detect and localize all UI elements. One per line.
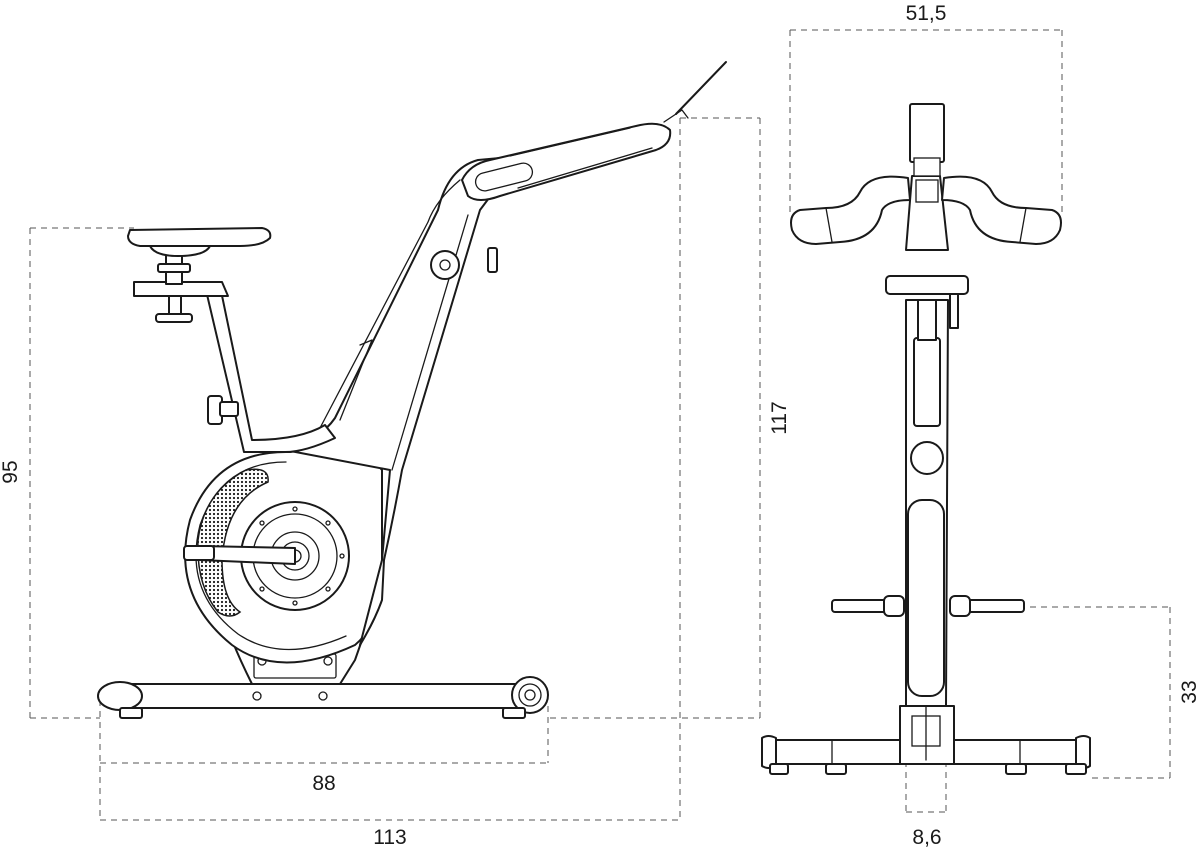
dim-label-base-length: 88 <box>312 772 335 795</box>
front-handlebar-left <box>790 175 911 245</box>
dimension-lines <box>29 29 1171 821</box>
dim-label-pedal-height: 33 <box>1178 680 1200 703</box>
side-seat-post <box>204 285 336 453</box>
side-saddle <box>127 227 272 247</box>
side-rear-wheel <box>511 676 549 714</box>
side-base-rail <box>129 683 521 709</box>
front-saddle <box>885 275 969 295</box>
front-handlebar-right <box>941 175 1062 245</box>
dim-label-total-length: 113 <box>373 826 406 849</box>
dim-label-base-width: 8,6 <box>912 826 941 849</box>
dim-label-top-width: 51,5 <box>906 2 947 25</box>
side-pivot-knob <box>430 250 460 280</box>
dim-label-total-height: 117 <box>768 401 791 434</box>
side-view <box>97 61 727 719</box>
front-console <box>909 103 945 163</box>
side-front-foot <box>97 681 143 711</box>
side-seat-slider <box>133 281 229 297</box>
front-pivot-knob <box>910 441 944 475</box>
dim-label-seat-height: 95 <box>0 460 22 483</box>
side-flywheel-pad <box>197 468 269 617</box>
front-left-pedal <box>831 599 889 613</box>
front-right-pedal <box>967 599 1025 613</box>
front-view <box>761 103 1091 775</box>
